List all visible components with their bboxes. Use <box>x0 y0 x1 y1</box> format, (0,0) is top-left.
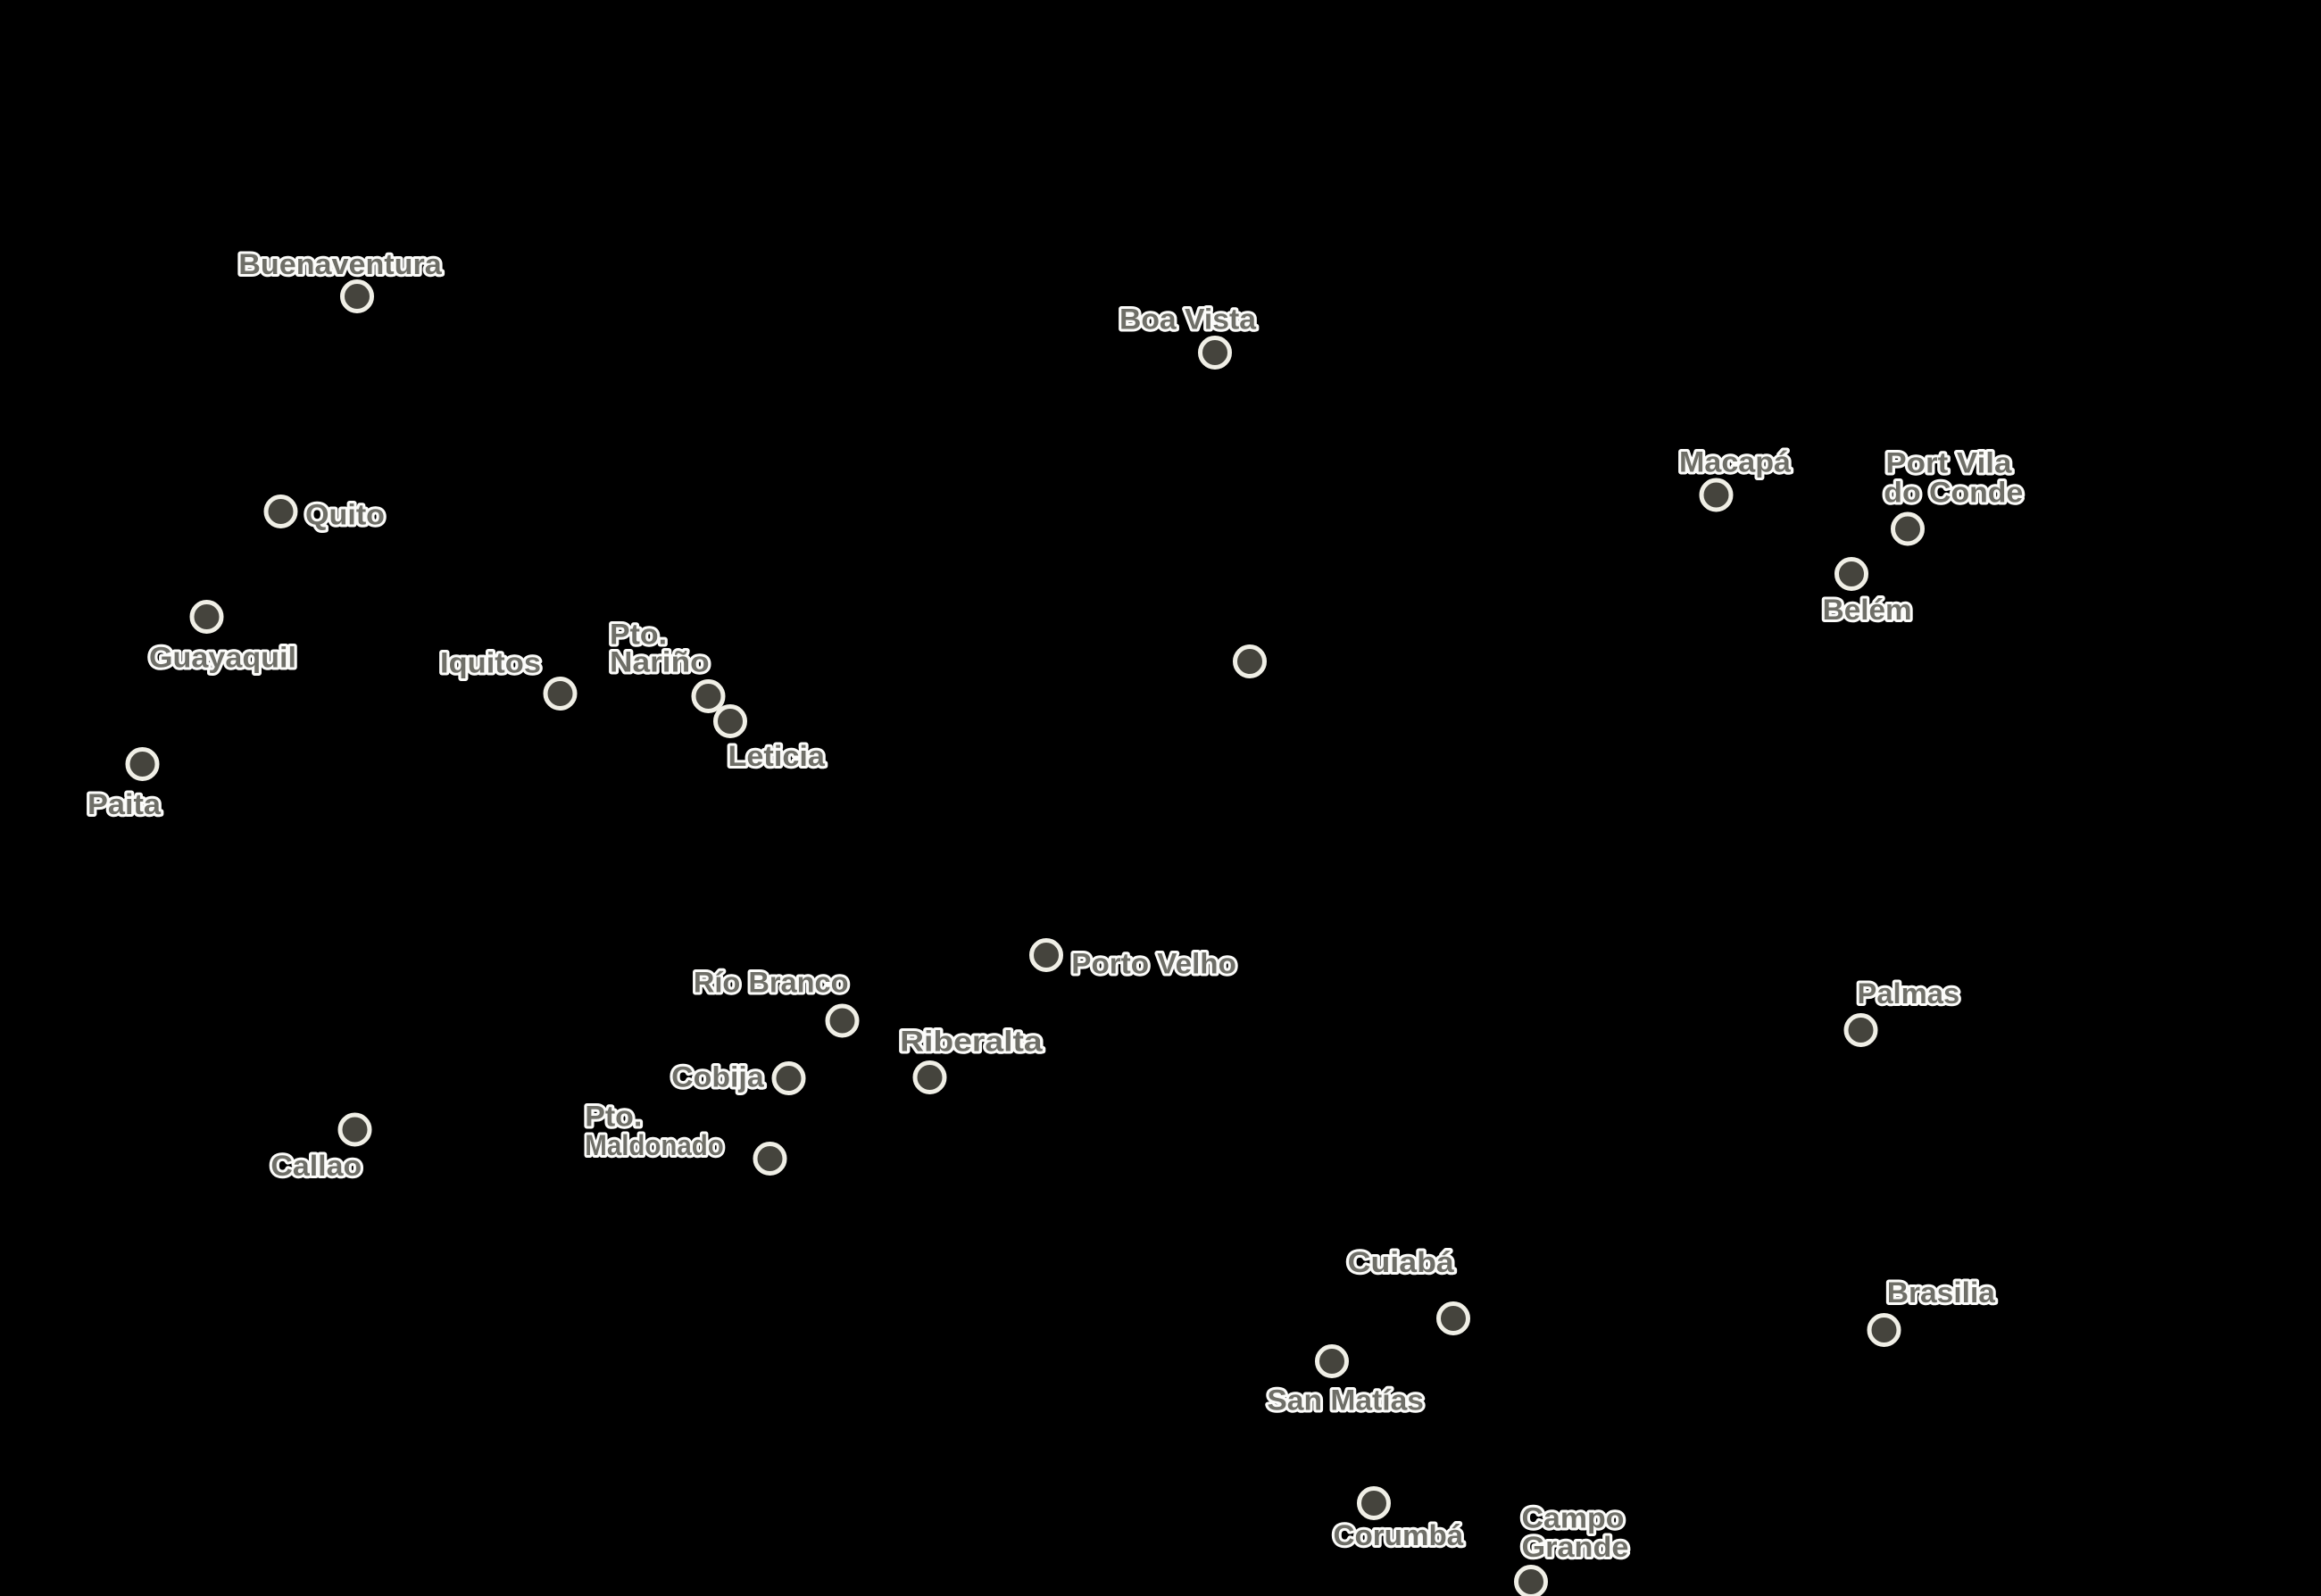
svg-text:Grande: Grande <box>1522 1531 1629 1563</box>
svg-text:Corumbá: Corumbá <box>1334 1519 1465 1551</box>
svg-text:Porto Velho: Porto Velho <box>1071 947 1236 979</box>
svg-text:Nariño: Nariño <box>610 646 710 678</box>
svg-text:San Matías: San Matías <box>1267 1384 1424 1416</box>
svg-text:Leticia: Leticia <box>728 740 826 772</box>
svg-text:Riberalta: Riberalta <box>900 1026 1044 1058</box>
svg-text:Palmas: Palmas <box>1858 977 1960 1010</box>
svg-text:Callao: Callao <box>270 1150 362 1182</box>
svg-text:Boa Vista: Boa Vista <box>1119 303 1257 335</box>
svg-text:Iquitos: Iquitos <box>440 647 541 679</box>
svg-text:Belém: Belém <box>1823 594 1912 626</box>
svg-text:Pto.: Pto. <box>585 1101 642 1133</box>
svg-text:Río Branco: Río Branco <box>694 966 849 998</box>
svg-text:Cobija: Cobija <box>671 1061 764 1093</box>
svg-text:Pto.: Pto. <box>610 619 667 651</box>
svg-text:Campo: Campo <box>1522 1501 1625 1534</box>
svg-text:Guayaquil: Guayaquil <box>149 642 296 674</box>
svg-text:do Conde: do Conde <box>1884 476 2023 508</box>
svg-text:Buenaventura: Buenaventura <box>238 248 442 280</box>
svg-text:Paita: Paita <box>87 788 162 820</box>
svg-text:Brasilia: Brasilia <box>1887 1276 1996 1309</box>
svg-text:Maldonado: Maldonado <box>585 1129 724 1161</box>
svg-text:Quito: Quito <box>305 499 385 531</box>
svg-text:Macapá: Macapá <box>1679 446 1792 478</box>
svg-text:Cuiabá: Cuiabá <box>1348 1246 1455 1278</box>
svg-text:Port Vila: Port Vila <box>1885 447 2012 479</box>
